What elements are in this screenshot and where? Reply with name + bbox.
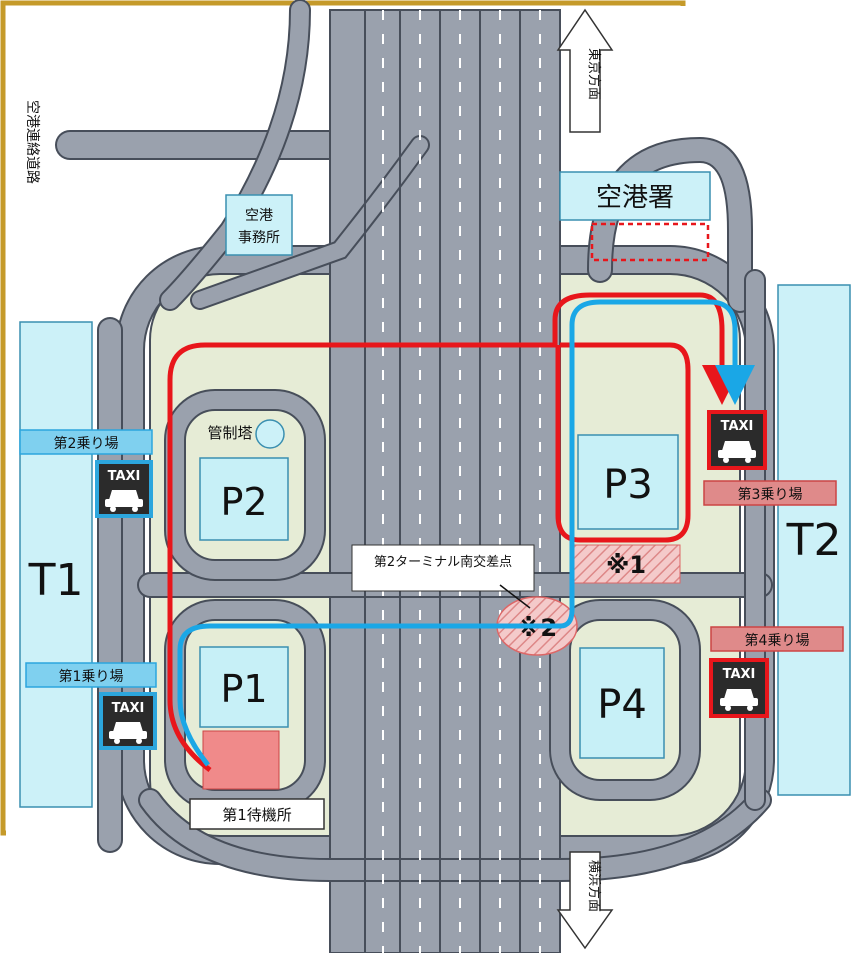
stand-2-label: 第2乗り場	[54, 435, 119, 452]
stand-3-label-box	[703, 480, 837, 506]
taxi-icon: TAXI	[707, 410, 767, 470]
airport-office-label-line1: 空港	[245, 208, 273, 224]
svg-text:TAXI: TAXI	[108, 469, 141, 484]
parking-p3	[577, 434, 679, 530]
parking-p1-label: P1	[220, 667, 267, 711]
intersection-label: 第2ターミナル南交差点	[374, 554, 512, 570]
parking-p3-label: P3	[603, 462, 653, 508]
tokyo-direction-arrow: 東京方面	[556, 8, 614, 133]
airport-office-label-line2: 事務所	[238, 230, 280, 246]
stand-4-label-box	[710, 626, 844, 652]
parking-p4-label: P4	[597, 682, 647, 728]
control-tower-label: 管制塔	[207, 424, 252, 442]
stand-1-label: 第1乗り場	[59, 668, 124, 685]
note-1-label: ※1	[606, 551, 646, 579]
airport-connector-road-label: 空港連絡道路	[24, 100, 40, 184]
svg-text:TAXI: TAXI	[112, 701, 145, 716]
red-route	[167, 292, 742, 772]
intersection-label-box	[351, 544, 535, 592]
control-tower-label-box	[200, 420, 260, 444]
waiting-area-1	[202, 730, 280, 790]
highway-lane-lines	[364, 10, 521, 953]
svg-text:TAXI: TAXI	[723, 667, 756, 682]
airport-office-building	[225, 194, 293, 256]
yokohama-direction-arrow: 横浜方面	[556, 851, 614, 950]
terminal-1-label: T1	[28, 555, 84, 606]
red-loop-p3	[555, 342, 691, 543]
taxi-icon: TAXI	[95, 460, 153, 518]
terminal-2-label: T2	[786, 515, 842, 566]
taxi-icon: TAXI	[99, 692, 157, 750]
stand-2-label-box	[19, 429, 153, 455]
intersection-pointer	[499, 584, 531, 609]
airport-police-label: 空港署	[596, 183, 674, 213]
waiting-area-1-label: 第1待機所	[222, 806, 292, 824]
stand-1-label-box	[25, 662, 157, 688]
yokohama-direction-label: 横浜方面	[586, 860, 602, 912]
control-tower-icon	[255, 419, 285, 449]
parking-p2-label: P2	[220, 480, 267, 524]
parking-p1	[199, 646, 289, 728]
taxi-icon: TAXI	[709, 658, 769, 718]
waiting-area-1-label-box	[189, 798, 325, 830]
restricted-area-1	[571, 544, 681, 584]
parking-p4	[579, 647, 665, 759]
parking-p2	[199, 457, 289, 541]
blue-route	[177, 299, 755, 767]
stand-4-label: 第4乗り場	[745, 632, 810, 649]
reserved-area	[590, 222, 710, 262]
terminal-2-building	[777, 284, 851, 796]
airport-police-building	[559, 171, 711, 221]
tokyo-direction-label: 東京方面	[586, 48, 602, 100]
stand-3-label: 第3乗り場	[738, 486, 803, 503]
terminal-1-building	[19, 321, 93, 808]
svg-text:TAXI: TAXI	[721, 419, 754, 434]
